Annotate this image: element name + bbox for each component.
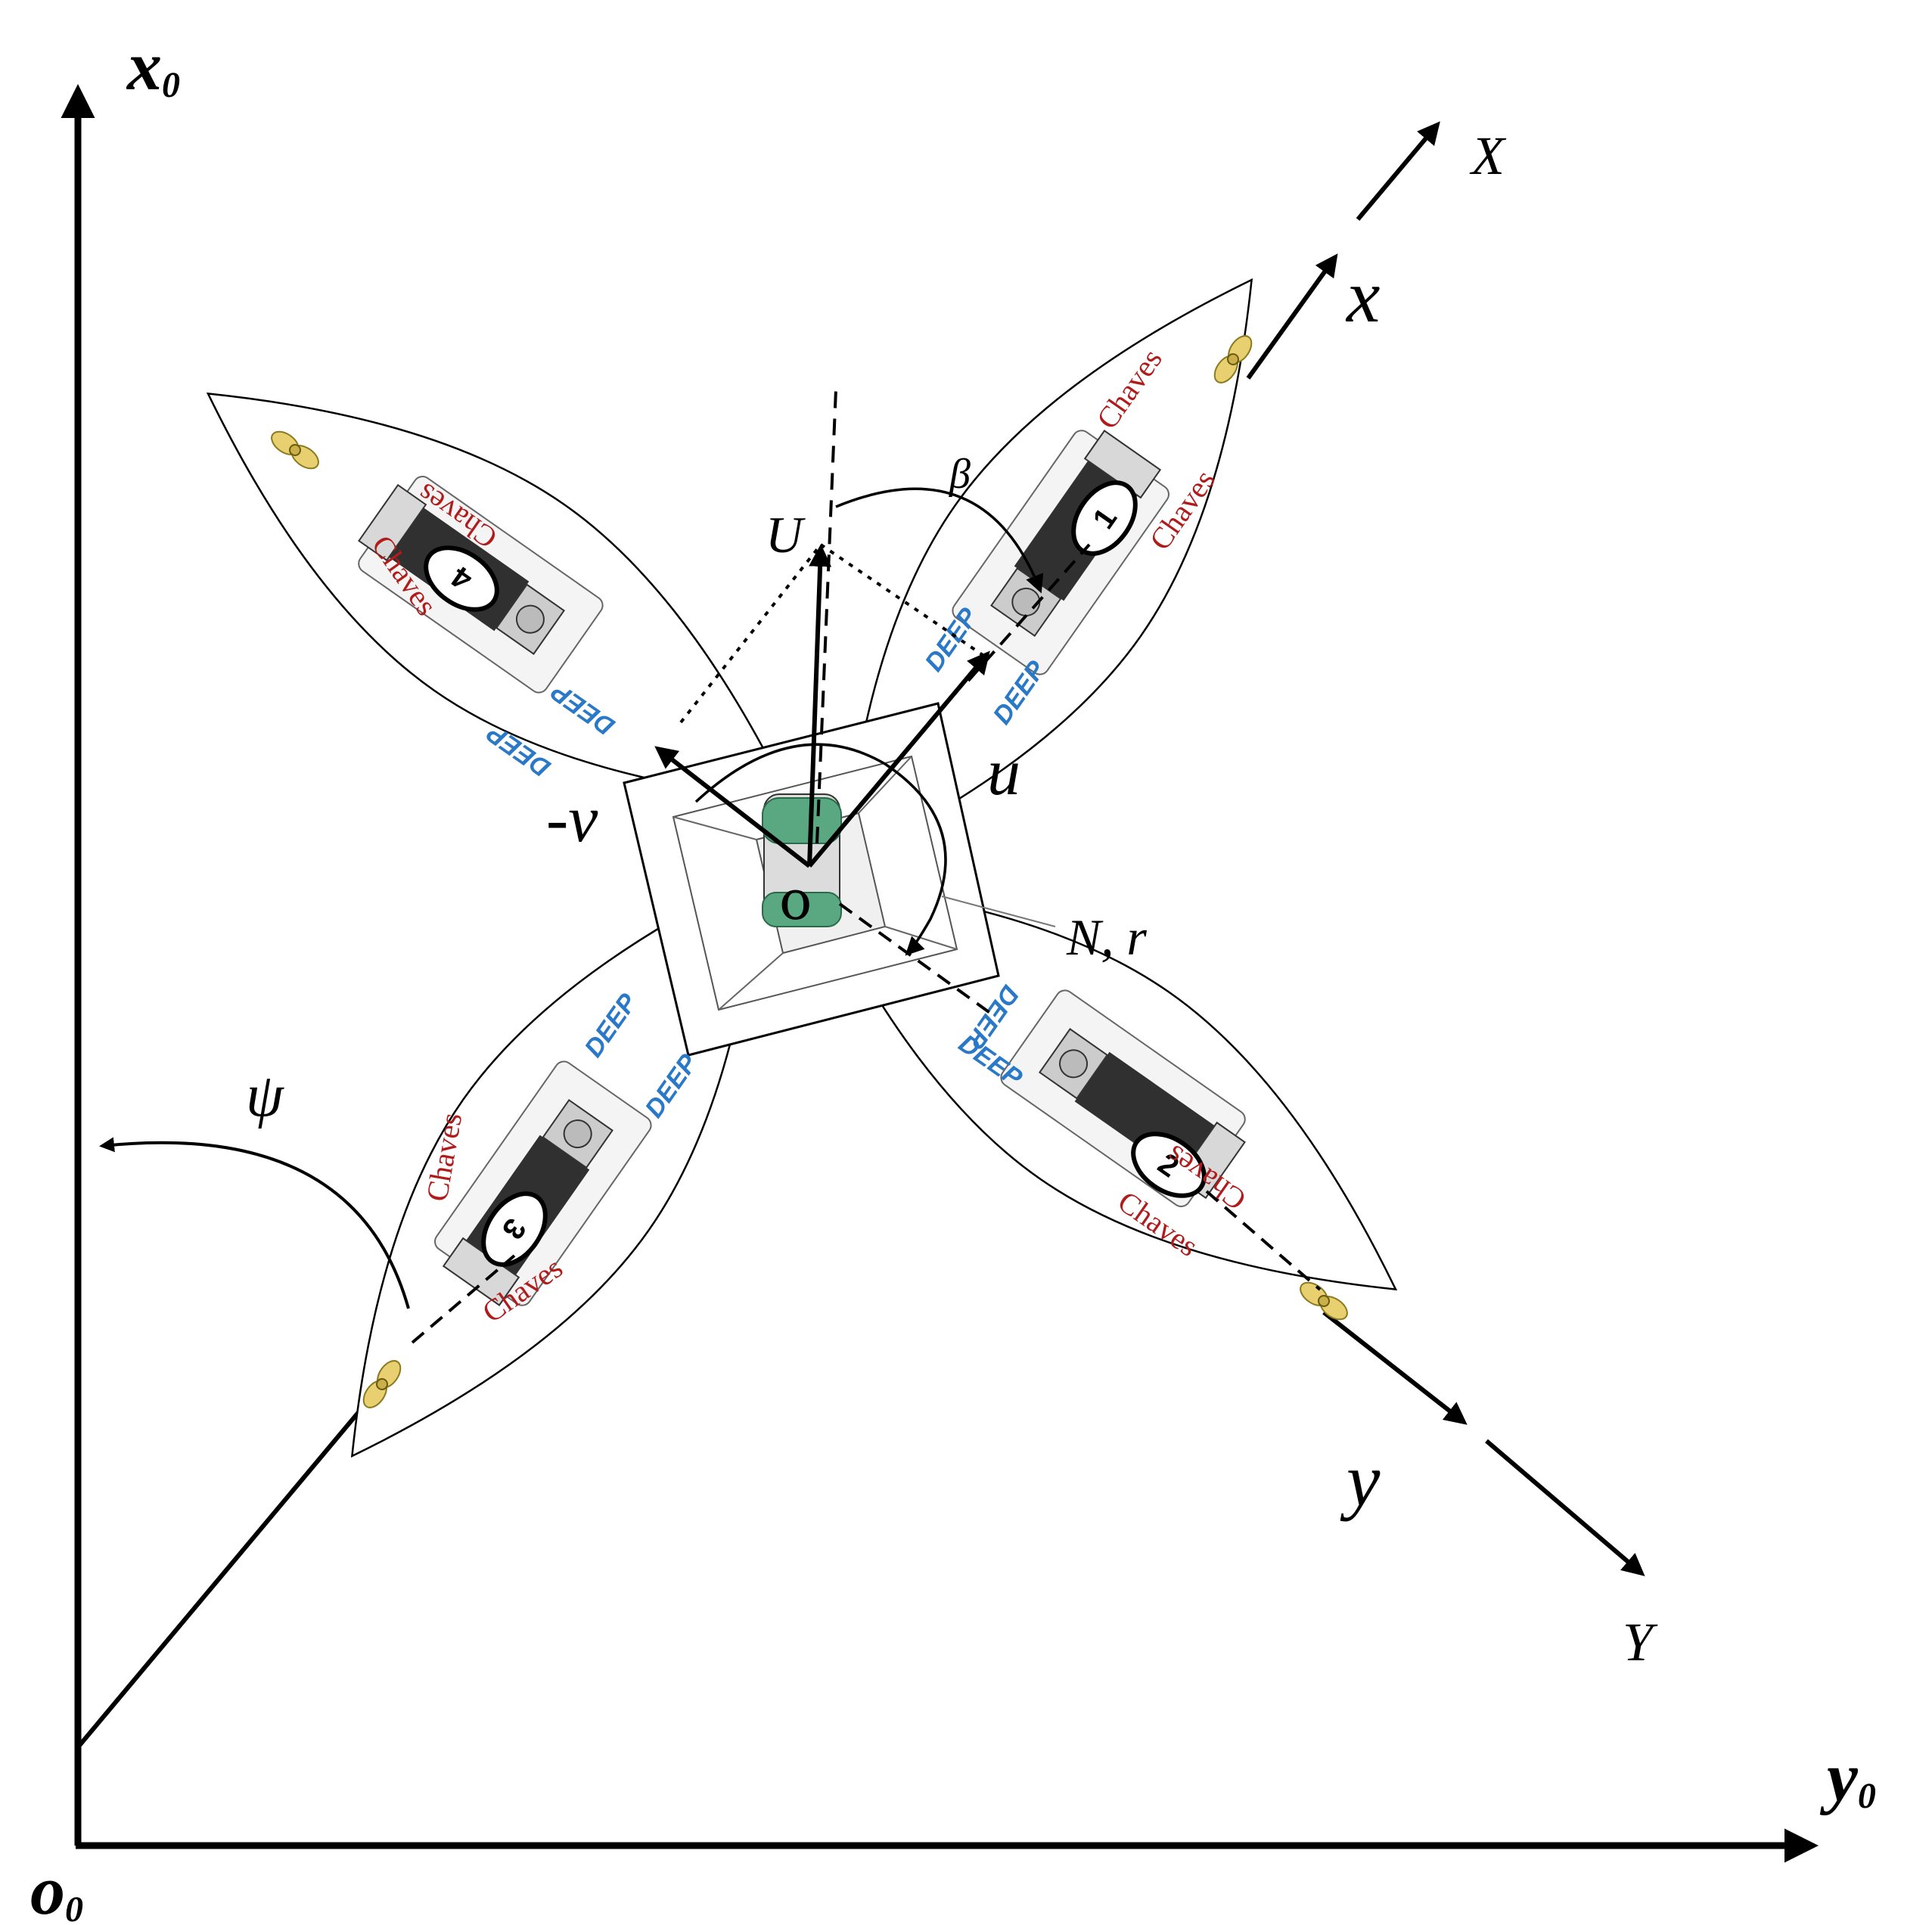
U-vector [807,544,832,867]
body-x-label: x [1345,254,1380,338]
stab-X-axis [1356,121,1440,221]
o-label: o [779,868,812,932]
earth-frame [61,84,1819,1863]
N-r-label: N, r [1066,908,1147,966]
U-label: U [766,506,806,564]
u-vector [807,650,990,868]
position-line [76,1383,384,1749]
minus-v-label: -v [546,783,598,856]
beta-arc [835,487,1044,594]
minus-v-vector [654,746,811,868]
beta-label: β [949,451,971,498]
body-y-label: y [1340,1438,1381,1522]
stab-X-label: X [1469,126,1507,186]
psi-arc [99,1137,410,1309]
reference-line [815,389,837,844]
velocity-vectors [654,544,990,868]
angle-arcs [99,487,1044,1309]
labels: x0 y0 o0 x y X Y U u -v β ψ N, r o [30,27,1876,1925]
body-y-axis [1322,1310,1468,1425]
body-axes [1246,121,1645,1576]
earth-origin-label: o0 [30,1852,83,1925]
stab-Y-label: Y [1623,1612,1658,1672]
earth-y-label: y0 [1819,1738,1876,1816]
yaw-rate-arc [694,743,947,956]
stab-Y-axis [1485,1439,1645,1576]
earth-x-label: x0 [126,27,180,105]
propeller-2 [1295,1277,1353,1325]
u-label: u [987,736,1020,809]
psi-label: ψ [246,1063,284,1129]
body-x-axis [1246,253,1338,380]
